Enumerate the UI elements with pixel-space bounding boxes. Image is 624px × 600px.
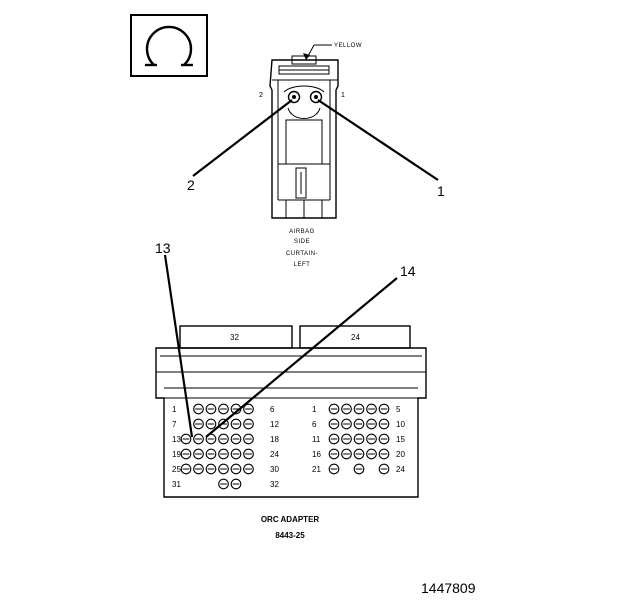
left-pin-hole bbox=[180, 448, 192, 460]
right-pin-hole bbox=[378, 403, 390, 415]
left-pin-hole bbox=[230, 448, 242, 460]
right-pin-hole bbox=[328, 463, 340, 475]
left-row-2-start-label: 13 bbox=[172, 435, 181, 444]
left-row-1-end-label: 12 bbox=[270, 420, 279, 429]
right-pin-hole bbox=[341, 433, 352, 445]
right-pin-hole bbox=[353, 418, 365, 430]
left-pin-hole bbox=[218, 418, 229, 430]
right-row-2-start-label: 11 bbox=[312, 435, 321, 444]
left-pin-hole bbox=[243, 418, 254, 430]
left-pin-hole bbox=[218, 403, 229, 415]
left-row-0-end-label: 6 bbox=[270, 405, 275, 414]
right-pin-hole bbox=[328, 418, 340, 430]
ohm-icon bbox=[145, 25, 193, 67]
right-pin-hole bbox=[341, 418, 352, 430]
right-pin-hole bbox=[341, 403, 352, 415]
left-pin-hole bbox=[205, 448, 217, 460]
airbag-connector: YELLOW 2 1 2 1 bbox=[187, 43, 445, 268]
left-row-4-start-label: 25 bbox=[172, 465, 181, 474]
right-pin-hole bbox=[378, 418, 390, 430]
right-pin-hole bbox=[378, 433, 390, 445]
callout-14: 14 bbox=[400, 263, 416, 279]
pin-label-1: 1 bbox=[341, 92, 345, 99]
block-24-label: 24 bbox=[351, 333, 360, 342]
left-pin-hole bbox=[218, 463, 229, 475]
right-pin-hole bbox=[353, 403, 365, 415]
right-row-4-end-label: 24 bbox=[396, 465, 405, 474]
left-pin-hole bbox=[193, 403, 204, 415]
ohm-symbol-box bbox=[130, 14, 208, 77]
right-pin-hole bbox=[328, 448, 340, 460]
callout-13: 13 bbox=[155, 240, 171, 256]
right-pin-hole bbox=[366, 448, 377, 460]
wire-color-label: YELLOW bbox=[334, 43, 362, 49]
left-pin-hole bbox=[205, 463, 217, 475]
right-pin-hole bbox=[366, 403, 377, 415]
connector-caption-line1: AIRBAG bbox=[289, 229, 315, 235]
left-pin-hole bbox=[205, 418, 217, 430]
left-pin-hole bbox=[218, 433, 229, 445]
adapter-caption-line2: 8443-25 bbox=[275, 531, 305, 540]
right-pin-hole bbox=[378, 463, 390, 475]
left-pin-hole bbox=[230, 433, 242, 445]
right-pin-hole bbox=[353, 463, 365, 475]
left-pin-hole bbox=[193, 463, 204, 475]
right-row-0-end-label: 5 bbox=[396, 405, 401, 414]
left-pin-hole bbox=[243, 433, 254, 445]
left-pin-hole bbox=[230, 418, 242, 430]
right-row-1-start-label: 6 bbox=[312, 420, 317, 429]
right-pin-hole bbox=[366, 418, 377, 430]
adapter-caption-line1: ORC ADAPTER bbox=[261, 515, 320, 524]
right-pin-hole bbox=[353, 433, 365, 445]
left-pin-hole bbox=[193, 448, 204, 460]
left-row-3-start-label: 19 bbox=[172, 450, 181, 459]
right-row-3-end-label: 20 bbox=[396, 450, 405, 459]
left-row-5-end-label: 32 bbox=[270, 480, 279, 489]
left-pin-hole bbox=[243, 403, 254, 415]
right-pin-hole bbox=[378, 448, 390, 460]
connector-caption-line2: SIDE bbox=[294, 239, 310, 245]
right-pin-hole bbox=[366, 433, 377, 445]
left-row-4-end-label: 30 bbox=[270, 465, 279, 474]
left-pin-hole bbox=[243, 448, 254, 460]
figure-id: 1447809 bbox=[421, 580, 476, 596]
left-row-5-start-label: 31 bbox=[172, 480, 181, 489]
connector-caption-line3: CURTAIN- bbox=[286, 251, 318, 257]
block-32-label: 32 bbox=[230, 333, 239, 342]
callout-1: 1 bbox=[437, 183, 445, 199]
left-pin-hole bbox=[180, 433, 192, 445]
left-row-0-start-label: 1 bbox=[172, 405, 177, 414]
yellow-wire-arrow-icon bbox=[303, 44, 332, 60]
left-row-1-start-label: 7 bbox=[172, 420, 177, 429]
right-row-3-start-label: 16 bbox=[312, 450, 321, 459]
left-row-3-end-label: 24 bbox=[270, 450, 279, 459]
left-row-2-end-label: 18 bbox=[270, 435, 279, 444]
left-pin-hole bbox=[230, 463, 242, 475]
callout-2: 2 bbox=[187, 177, 195, 193]
left-pin-hole bbox=[193, 418, 204, 430]
left-pin-hole bbox=[230, 478, 242, 490]
right-pin-hole bbox=[341, 448, 352, 460]
right-row-2-end-label: 15 bbox=[396, 435, 405, 444]
left-pin-hole bbox=[180, 463, 192, 475]
right-row-0-start-label: 1 bbox=[312, 405, 317, 414]
left-pin-hole bbox=[243, 463, 254, 475]
connector-caption-line4: LEFT bbox=[294, 262, 311, 268]
pin-label-2: 2 bbox=[259, 92, 263, 99]
left-pin-hole bbox=[193, 433, 204, 445]
right-pin-hole bbox=[328, 433, 340, 445]
right-pin-hole bbox=[328, 403, 340, 415]
terminal-1 bbox=[309, 90, 323, 104]
right-pin-hole bbox=[353, 448, 365, 460]
left-pin-hole bbox=[218, 478, 229, 490]
left-pin-hole bbox=[205, 403, 217, 415]
right-row-4-start-label: 21 bbox=[312, 465, 321, 474]
left-pin-hole bbox=[218, 448, 229, 460]
right-row-1-end-label: 10 bbox=[396, 420, 405, 429]
terminal-2 bbox=[287, 90, 301, 104]
